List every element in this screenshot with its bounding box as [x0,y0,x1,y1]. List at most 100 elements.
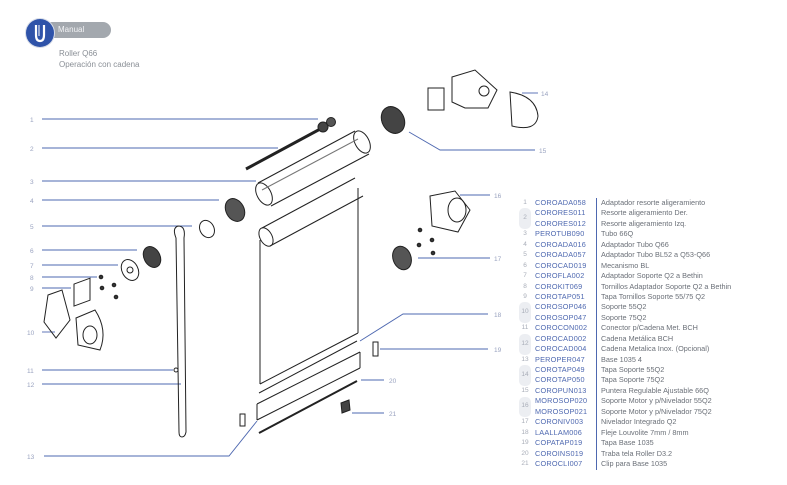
part-description: Resorte aligeramiento Izq. [601,218,687,228]
part-description: Tapa Soporte 55Q2 [601,365,665,374]
idler-end [380,106,406,134]
part-description: Soporte Motor y p/Nivelador 75Q2 [601,406,712,416]
part-number: 19 [521,439,529,447]
part-number: 12 [521,339,529,347]
bracket-cover-14 [509,91,539,129]
part-description: Tubo 66Q [601,229,634,239]
callout-8: 8 [30,275,34,282]
part-code: COROKIT069 [535,281,583,291]
spring-adapter [317,121,329,133]
part-code: LAALLAM006 [535,427,583,437]
leader-line-18 [359,313,488,342]
part-code: COROCAD004 [535,344,587,354]
part-number: 6 [523,261,527,269]
motor-bracket [429,190,471,233]
part-row: 18 LAALLAM006 Fleje Louvolite 7mm / 8mm [519,428,787,438]
base-cap-left [239,413,246,427]
callout-16: 16 [494,193,502,200]
screws [98,274,119,300]
fabric-lock [258,380,358,434]
group-badge-12 [519,333,531,355]
part-description: Soporte 75Q2 [601,312,647,322]
spring-rod [245,126,323,171]
part-description: Mecanismo BL [601,260,650,270]
part-description: Nivelador Integrado Q2 [601,417,677,427]
part-code: CORORES011 [535,208,586,218]
part-description: Soporte 55Q2 [601,302,647,312]
callout-1: 1 [30,117,34,124]
product-name: Roller Q66 [59,49,98,58]
callout-6: 6 [30,248,34,255]
mechanism [142,246,162,268]
part-code: COROPUN013 [535,385,587,395]
manual-badge: Manual [44,22,111,38]
part-number: 13 [521,355,529,363]
callout-13: 13 [27,454,35,461]
part-description: Tapa Base 1035 [601,438,654,448]
part-row: COROSOP047 Soporte 75Q2 [519,313,787,323]
part-code: COROTAP051 [535,291,585,301]
base-cap [372,341,379,357]
part-description: Adaptador Tubo Q66 [601,239,669,249]
group-badge-16 [519,396,531,418]
leader-line-13 [44,420,258,457]
spring-adapter-cap [326,117,336,127]
part-description: Clip para Base 1035 [601,458,668,468]
part-code: COROTAP050 [535,375,585,385]
product-subtitle: Operación con cadena [59,60,140,69]
callout-3: 3 [30,179,34,186]
callout-18: 18 [494,312,502,319]
part-description: Cadena Metalica Inox. (Opcional) [601,344,710,354]
bracket-cover [75,309,104,351]
part-number: 11 [521,324,529,332]
part-description: Cadena Metálica BCH [601,333,674,343]
part-description: Fleje Louvolite 7mm / 8mm [601,427,689,437]
part-code: PEROTUB090 [535,229,585,239]
part-description: Traba tela Roller D3.2 [601,448,673,458]
chain-connector [173,367,179,373]
part-number: 2 [523,214,527,222]
part-code: COROCON002 [535,323,588,333]
callout-4: 4 [30,198,34,205]
callout-10: 10 [27,330,35,337]
part-code: COROCAD002 [535,333,587,343]
part-number: 14 [521,371,529,378]
part-number: 8 [523,282,527,290]
base-rail [256,351,361,421]
part-description: Puntera Regulable Ajustable 66Q [601,385,709,395]
callout-15: 15 [539,148,547,155]
part-description: Adaptador Tubo BL52 a Q53-Q66 [601,250,711,260]
part-row: 6 COROCAD019 Mecanismo BL [519,261,787,271]
part-code: COPATAP019 [535,438,583,448]
right-bracket [451,69,498,109]
part-number: 10 [521,308,529,316]
part-row: 19 COPATAP019 Tapa Base 1035 [519,438,787,448]
part-number: 15 [521,386,529,394]
part-code: COROCAD019 [535,260,587,270]
part-description: Tapa Tornillos Soporte 55/75 Q2 [601,291,706,301]
flat-strip [258,340,358,394]
brand-logo-icon [26,19,54,47]
callout-5: 5 [30,224,34,231]
callout-12: 12 [27,382,35,389]
part-code: COROADA016 [535,239,587,249]
part-number: 18 [521,428,529,436]
part-code: COROFLA002 [535,271,585,281]
part-code: COROSOP047 [535,312,587,322]
part-description: Tapa Soporte 75Q2 [601,375,665,385]
part-number: 21 [521,459,529,467]
part-row: COROTAP050 Tapa Soporte 75Q2 [519,375,787,385]
part-code: COROSOP046 [535,302,587,312]
part-row: COROCAD004 Cadena Metalica Inox. (Opciona… [519,344,787,354]
part-row: 10 COROSOP046 Soporte 55Q2 [519,302,787,315]
